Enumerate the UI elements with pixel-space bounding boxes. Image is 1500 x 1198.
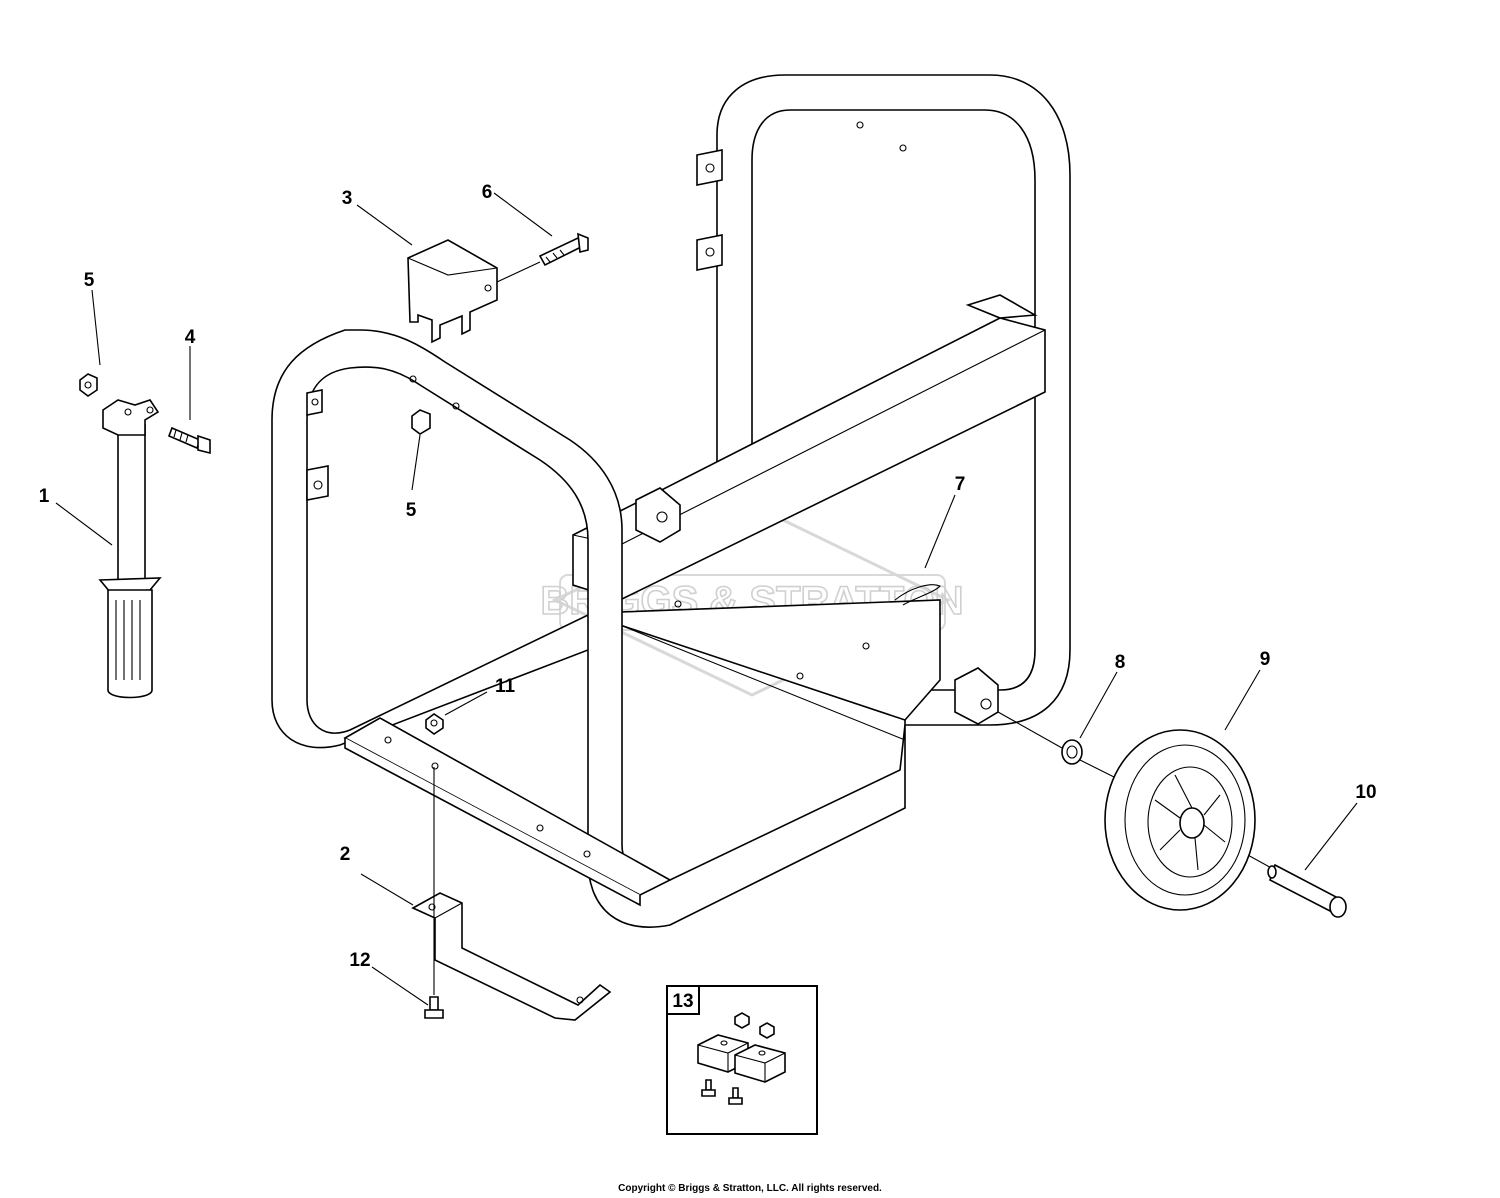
part-6-bolt — [538, 232, 589, 267]
part-4-bolt — [167, 426, 211, 455]
frame-rear-tube — [716, 74, 1071, 726]
part-8-washer — [1061, 739, 1083, 765]
leader-axis-6 — [496, 261, 541, 283]
part-5-nut-frame — [411, 409, 431, 435]
callout-9: 9 — [1260, 649, 1271, 670]
frame-tab-right — [954, 667, 999, 725]
frame-bottom-rail — [619, 599, 941, 741]
kit-13-label: 13 — [672, 991, 693, 1012]
callout-2: 2 — [340, 844, 351, 865]
callout-5-frame: 5 — [406, 500, 417, 521]
part-2-mount-bracket — [411, 892, 612, 1021]
leader-lines — [55, 192, 1358, 1006]
part-9-wheel — [1104, 729, 1256, 911]
callout-3: 3 — [342, 188, 353, 209]
part-1-handle — [98, 399, 162, 699]
part-10-axle-pin — [1267, 863, 1347, 918]
callout-10: 10 — [1355, 782, 1376, 803]
kit-13-box: 13 — [666, 985, 818, 1135]
frame-bracket-front-lower — [306, 465, 329, 501]
callout-5-handle: 5 — [84, 270, 95, 291]
part-12-screw — [424, 996, 444, 1019]
callout-11: 11 — [495, 676, 516, 697]
callout-8: 8 — [1115, 652, 1126, 673]
part-7-hairpin-clip — [894, 584, 941, 606]
part-3-cap-bracket — [407, 239, 498, 344]
callout-4: 4 — [185, 327, 196, 348]
copyright-notice: Copyright © Briggs & Stratton, LLC. All … — [618, 1183, 882, 1194]
callout-6: 6 — [482, 182, 493, 203]
callout-7: 7 — [955, 474, 966, 495]
callouts: 1 2 3 4 5 5 6 7 8 9 10 11 12 — [39, 182, 1377, 971]
part-11-nut — [425, 713, 444, 735]
part-5-nut-handle — [79, 373, 98, 397]
frame-bracket-rear-upper — [696, 149, 723, 186]
callout-12: 12 — [349, 950, 370, 971]
callout-1: 1 — [39, 486, 50, 507]
frame-base-plate — [343, 717, 672, 907]
frame-bracket-front-upper — [306, 389, 323, 416]
frame-tab-left — [635, 487, 681, 543]
frame-top-crossbar — [572, 294, 1046, 601]
frame-bracket-rear-lower — [696, 234, 723, 271]
